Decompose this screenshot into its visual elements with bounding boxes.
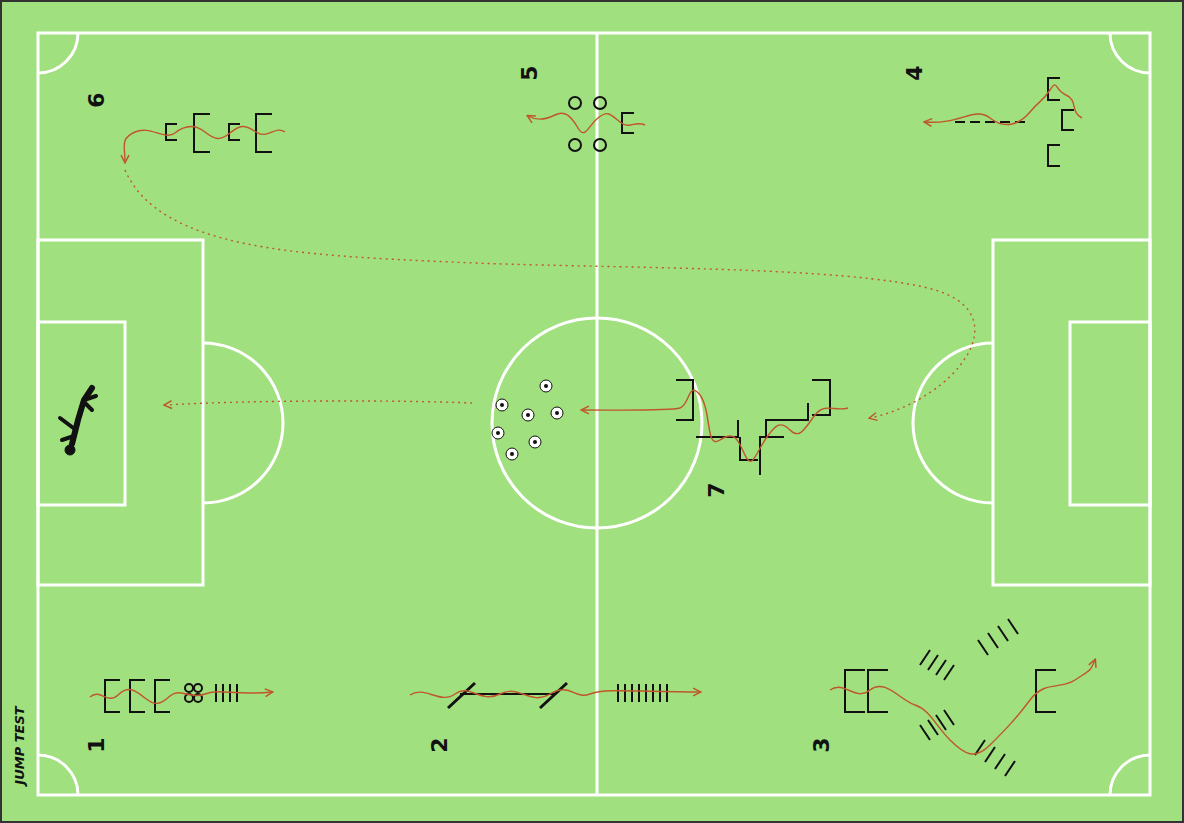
callout-number: 2 [429,737,451,752]
callout-number: 1 [86,737,108,752]
watermark: JUMP TEST [13,706,26,784]
callout-number: 4 [904,65,926,80]
callout-number: 5 [519,65,541,80]
callout-number: 7 [706,482,728,497]
balls [492,380,563,460]
callout-number: 6 [86,92,108,107]
callout-number: 3 [811,737,833,752]
drill-equipment [105,78,1074,776]
run-paths [90,85,1095,754]
goalkeeper-icon [60,388,96,455]
